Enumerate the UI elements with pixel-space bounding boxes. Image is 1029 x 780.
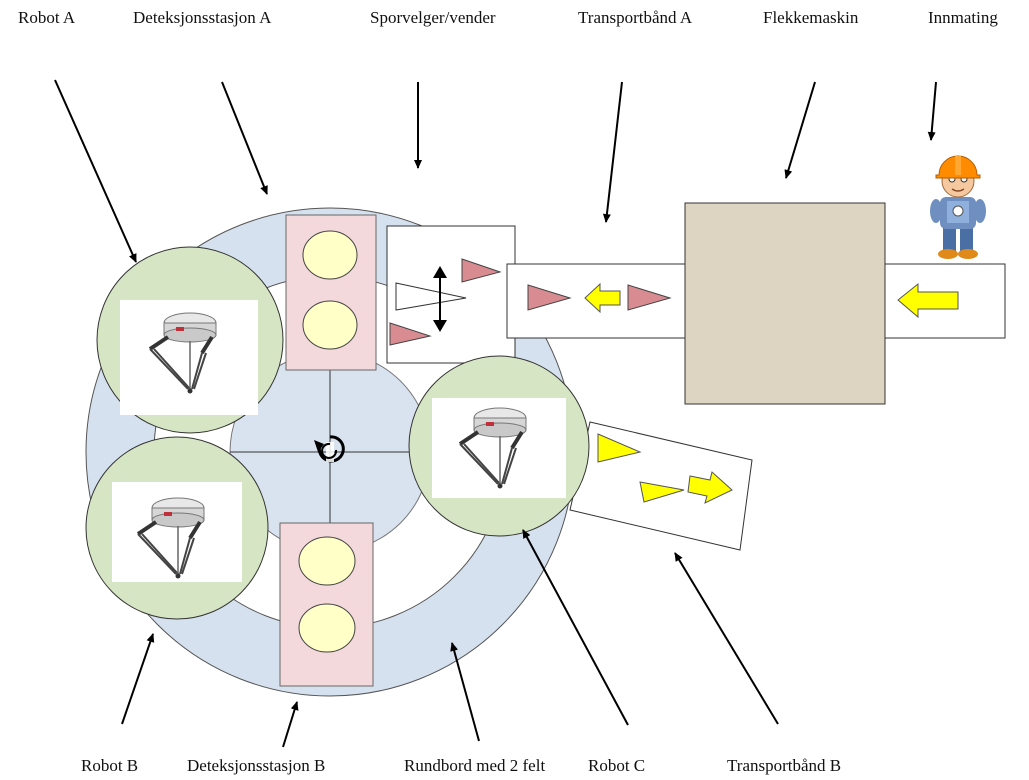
label-robot-b: Robot B — [81, 756, 139, 775]
pointer-arrows — [54, 79, 937, 748]
rotation-icon — [314, 435, 345, 463]
detection-station-a — [285, 214, 377, 371]
label-conveyor-a: Transportbånd A — [578, 8, 693, 27]
label-detection-station-b: Deteksjonsstasjon B — [187, 756, 326, 775]
conveyor-a — [506, 263, 685, 339]
stain-machine — [684, 202, 886, 405]
label-conveyor-b: Transportbånd B — [727, 756, 842, 775]
robot-b — [85, 436, 269, 620]
robot-a — [96, 246, 284, 434]
track-selector-flipper — [386, 225, 516, 364]
detection-station-b — [279, 522, 374, 687]
label-stain-machine: Flekkemaskin — [763, 8, 859, 27]
robot-c — [408, 355, 590, 537]
label-detection-station-a: Deteksjonsstasjon A — [133, 8, 272, 27]
label-robot-a: Robot A — [18, 8, 76, 27]
infeed-conveyor — [884, 263, 1006, 339]
label-track-selector: Sporvelger/vender — [370, 8, 496, 27]
conveyor-b — [569, 421, 753, 551]
label-infeed: Innmating — [928, 8, 998, 27]
label-round-table: Rundbord med 2 felt — [404, 756, 546, 775]
label-robot-c: Robot C — [588, 756, 646, 775]
operator-icon — [930, 155, 986, 259]
